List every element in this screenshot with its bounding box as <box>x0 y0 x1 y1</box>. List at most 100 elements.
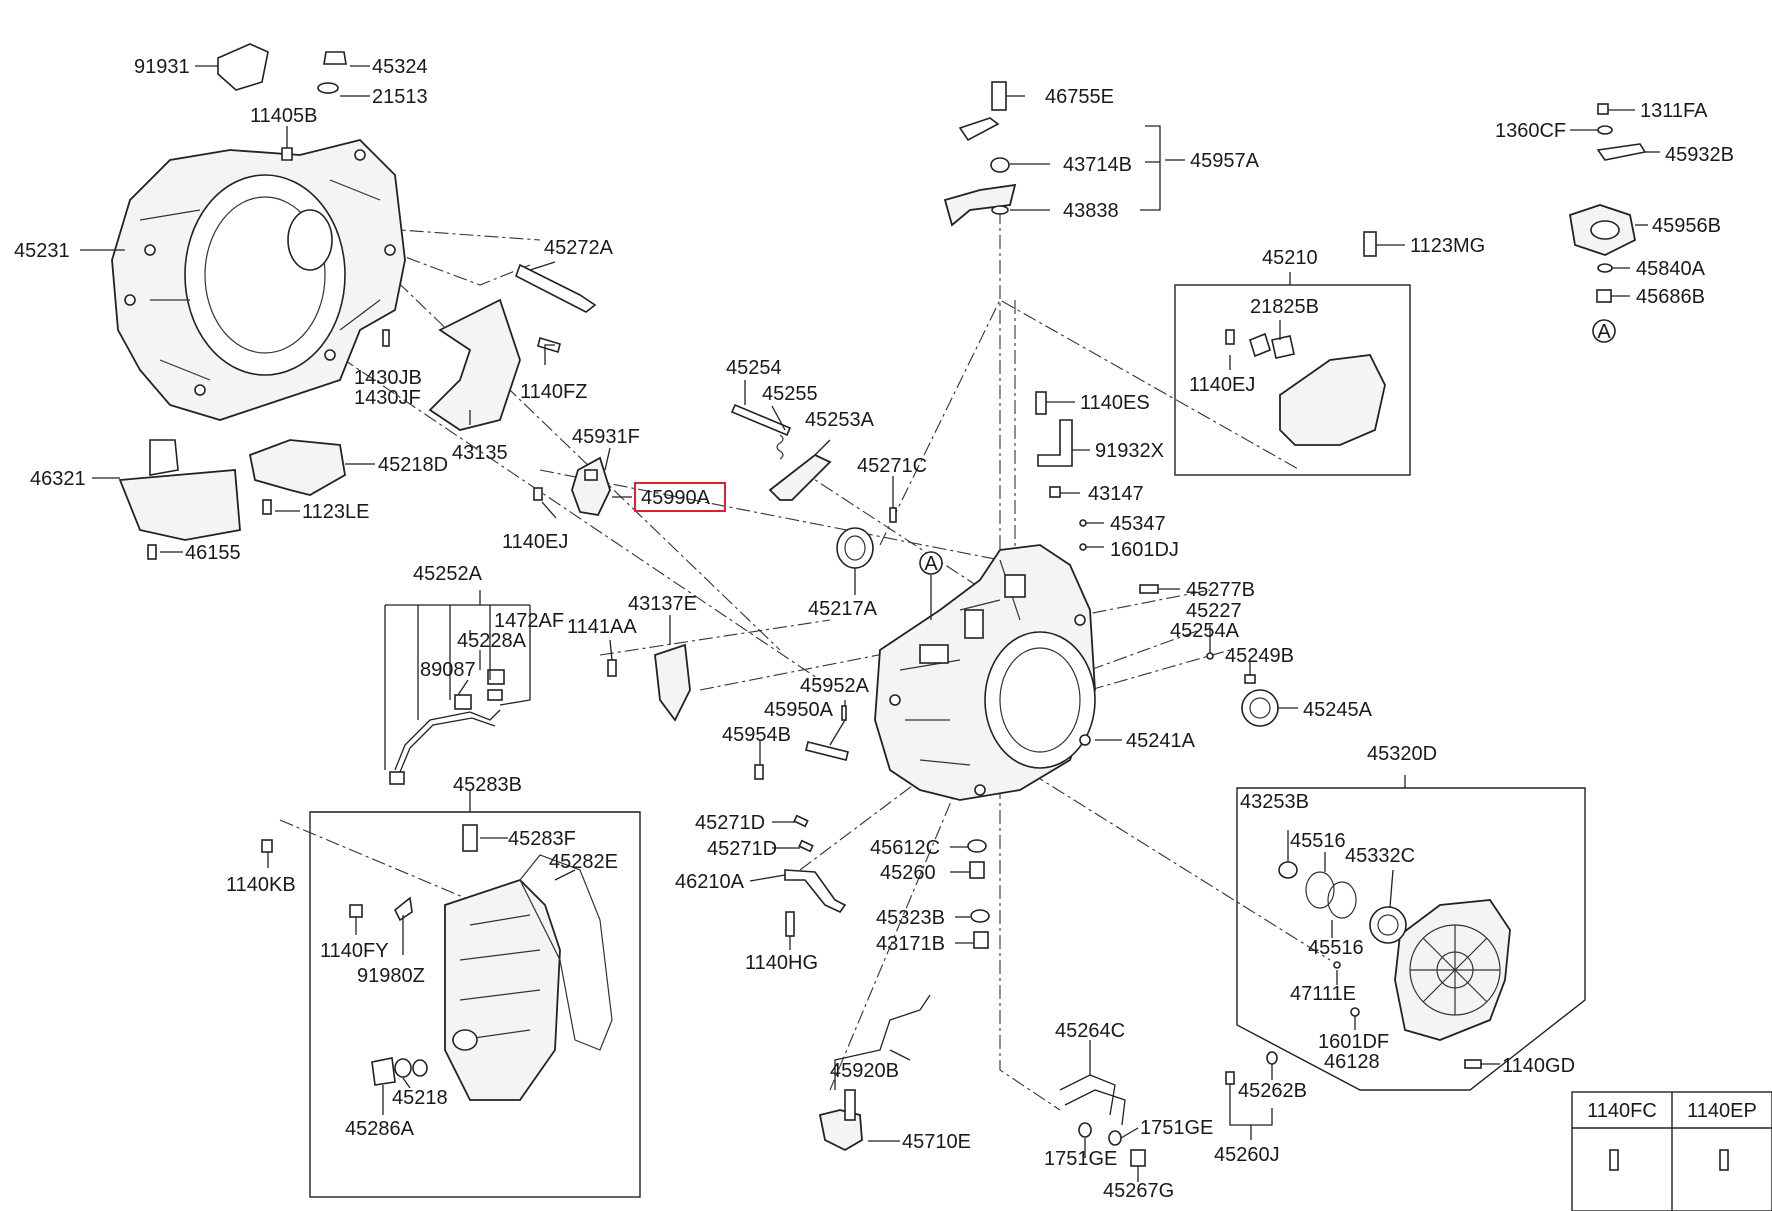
label-21513: 21513 <box>372 86 428 108</box>
bushing-21825B-part <box>1271 335 1295 359</box>
seal-43714B-part <box>990 157 1010 173</box>
label-45249B: 45249B <box>1225 645 1294 667</box>
label-91931: 91931 <box>134 56 190 78</box>
label-45231: 45231 <box>14 240 70 262</box>
label-1360CF: 1360CF <box>1495 120 1566 142</box>
label-43137E: 43137E <box>628 593 697 615</box>
label-1751GE-a: 1751GE <box>1140 1117 1213 1139</box>
oil-pan-part <box>444 878 561 1101</box>
label-91932X: 91932X <box>1095 440 1164 462</box>
side-cover-part <box>1394 899 1511 1041</box>
label-45282E: 45282E <box>549 851 618 873</box>
clamp-1751GE-a-part <box>1078 1122 1092 1138</box>
plug-45249B-part <box>1244 674 1256 684</box>
label-45254: 45254 <box>726 357 782 379</box>
label-45612C: 45612C <box>870 837 940 859</box>
label-45260: 45260 <box>880 862 936 884</box>
label-1140ES: 1140ES <box>1080 392 1150 414</box>
valve-43838-part <box>943 183 1017 227</box>
label-45254A: 45254A <box>1170 620 1240 642</box>
plug-43171B-part <box>973 931 989 949</box>
label-1601DF: 1601DF <box>1318 1031 1389 1053</box>
label-45324: 45324 <box>372 56 428 78</box>
label-45286A: 45286A <box>345 1118 415 1140</box>
shaft-45254-part <box>730 403 792 437</box>
bolt-1123MG-part <box>1363 231 1377 257</box>
label-45228A: 45228A <box>457 630 527 652</box>
seal-21513-part <box>317 82 339 94</box>
label-43147: 43147 <box>1088 483 1144 505</box>
label-45516-a: 45516 <box>1290 830 1346 852</box>
label-45255: 45255 <box>762 383 818 405</box>
bushing-45686B-part <box>1596 289 1612 303</box>
label-45271C: 45271C <box>857 455 927 477</box>
bolt-1140EJ-right-part <box>1225 329 1235 345</box>
bolt-45277B-part <box>1139 584 1159 594</box>
label-45260J: 45260J <box>1214 1144 1280 1166</box>
seal-45840A-part <box>1597 263 1613 273</box>
label-1430JF: 1430JF <box>354 387 421 409</box>
plug-45254A-part <box>1206 652 1214 660</box>
bracket-45218D-part <box>248 439 346 496</box>
label-45267G: 45267G <box>1103 1180 1174 1202</box>
reference-a-center <box>919 551 943 575</box>
plate-45950A-part <box>805 741 849 761</box>
tube-45252A-part <box>394 709 501 771</box>
label-47111E: 47111E <box>1290 983 1356 1005</box>
label-1123MG: 1123MG <box>1410 235 1485 257</box>
legend-header-1140FC: 1140FC <box>1587 1100 1657 1122</box>
plug-45347-part <box>1079 519 1087 527</box>
bolt-1140EP-legend-part <box>1719 1149 1729 1171</box>
clutch-housing-part <box>111 139 406 421</box>
seal-45262B-part <box>1266 1051 1278 1065</box>
label-1140FZ: 1140FZ <box>520 381 587 403</box>
clip-45228A-part <box>487 669 505 685</box>
label-45252A: 45252A <box>413 563 483 585</box>
label-45245A: 45245A <box>1303 699 1373 721</box>
plug-47111E-part <box>1333 961 1341 969</box>
label-45952A: 45952A <box>800 675 870 697</box>
part-labels: 91931 45324 21513 11405B 45231 45272A 14… <box>14 56 1734 1202</box>
plug-1601DF-part <box>1350 1007 1360 1017</box>
part-illustrations <box>111 43 1729 1171</box>
label-45932B: 45932B <box>1665 144 1734 166</box>
hose-45264C-part <box>1059 1074 1116 1116</box>
label-1141AA: 1141AA <box>567 616 637 638</box>
bracket-46210A-part <box>784 869 847 914</box>
label-45217A: 45217A <box>808 598 878 620</box>
bracket-91931-part <box>217 43 269 91</box>
box-45210 <box>1174 284 1411 476</box>
label-45956B: 45956B <box>1652 215 1721 237</box>
bolt-45260J-part <box>1225 1071 1235 1085</box>
highlight-box <box>634 482 726 512</box>
assembly-dash-lines <box>259 210 1331 1111</box>
label-11405B: 11405B <box>250 105 317 127</box>
box-45283B <box>309 811 641 1198</box>
washer-1360CF-part <box>1597 125 1613 135</box>
label-45516-b: 45516 <box>1308 937 1364 959</box>
label-21825B: 21825B <box>1250 296 1319 318</box>
label-1601DJ: 1601DJ <box>1110 539 1179 561</box>
oring-45516-b-part <box>1327 881 1357 919</box>
label-1140GD: 1140GD <box>1502 1055 1575 1077</box>
label-46210A: 46210A <box>675 871 745 893</box>
bracket-91980Z-part <box>393 896 413 922</box>
nut-1311FA-part <box>1597 103 1609 115</box>
bushing-43253B-part <box>1278 861 1298 879</box>
label-45277B: 45277B <box>1186 579 1255 601</box>
legend-header-1140EP: 1140EP <box>1687 1100 1757 1122</box>
lever-45253A-part <box>768 453 832 501</box>
lever-45931F-part <box>571 456 611 516</box>
label-1123LE: 1123LE <box>302 501 369 523</box>
label-1751GE-b: 1751GE <box>1044 1148 1117 1170</box>
pin-45271D-b-part <box>798 839 814 853</box>
bolt-46755E-part <box>991 81 1007 111</box>
pin-45952A-part <box>841 705 847 721</box>
bolt-1140FC-legend-part <box>1609 1149 1619 1171</box>
seal-45218-part <box>394 1058 412 1078</box>
oring-45516-a-part <box>1305 871 1335 909</box>
cap-43147-part <box>1049 486 1061 498</box>
bracket-45210-part <box>1279 354 1386 446</box>
seal-45245A-part <box>1241 689 1279 727</box>
